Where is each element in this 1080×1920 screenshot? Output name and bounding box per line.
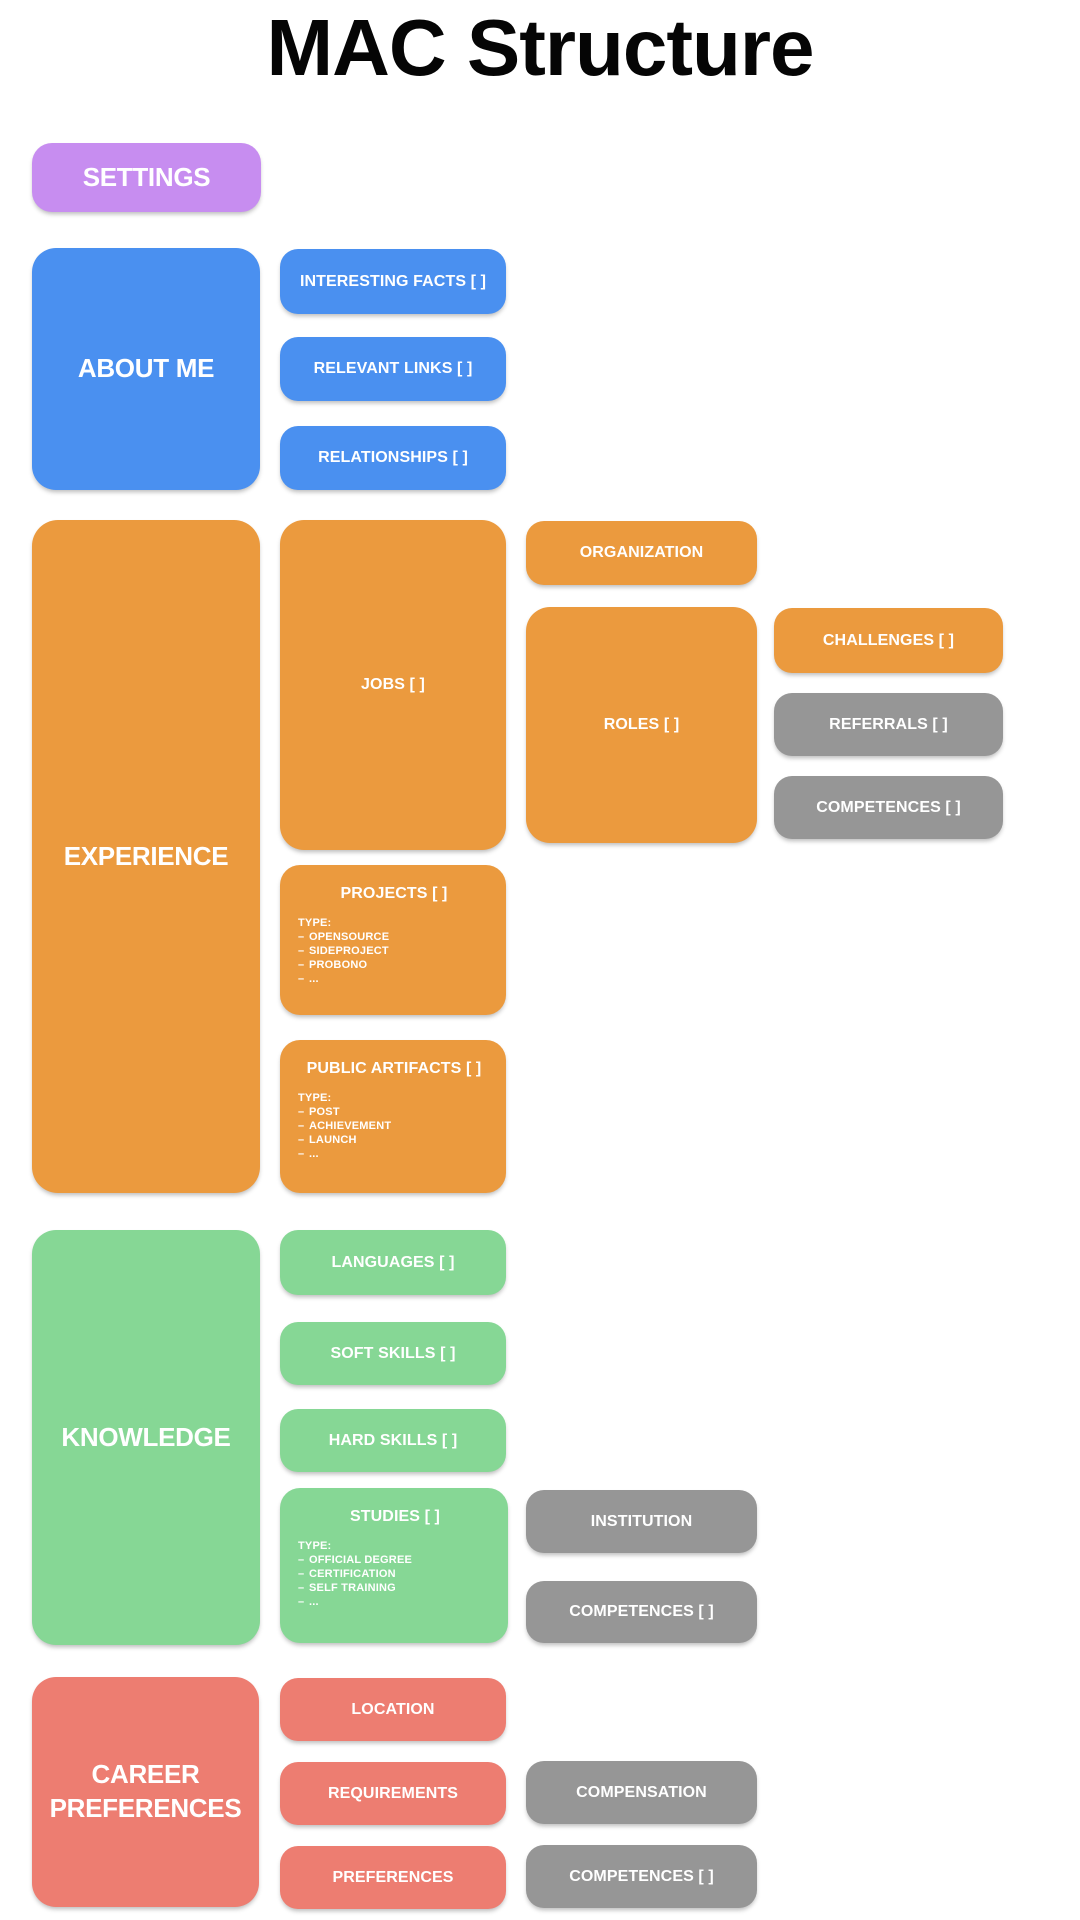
experience-competences-node: COMPETENCES [ ] bbox=[774, 776, 1003, 839]
jobs-label: JOBS [ ] bbox=[361, 676, 425, 693]
organization-label: ORGANIZATION bbox=[579, 544, 704, 561]
studies-label: STUDIES [ ] bbox=[350, 1508, 440, 1525]
public-artifacts-type-list: TYPE: –POST –ACHIEVEMENT –LAUNCH –... bbox=[298, 1091, 490, 1161]
referrals-node: REFERRALS [ ] bbox=[774, 693, 1003, 756]
dash-bullet: – bbox=[298, 973, 305, 985]
preferences-label: PREFERENCES bbox=[332, 1868, 454, 1886]
soft-skills-node: SOFT SKILLS [ ] bbox=[280, 1322, 506, 1385]
requirements-node: REQUIREMENTS bbox=[280, 1762, 506, 1825]
list-item: –SELF TRAINING bbox=[298, 1582, 396, 1594]
list-item: –... bbox=[298, 1148, 319, 1160]
list-item: –CERTIFICATION bbox=[298, 1568, 396, 1580]
list-item: –LAUNCH bbox=[298, 1134, 357, 1146]
type-heading: TYPE: bbox=[298, 1540, 332, 1552]
list-item: –ACHIEVEMENT bbox=[298, 1120, 392, 1132]
dash-bullet: – bbox=[298, 1148, 305, 1160]
languages-node: LANGUAGES [ ] bbox=[280, 1230, 506, 1295]
soft-skills-label: SOFT SKILLS [ ] bbox=[330, 1344, 456, 1362]
list-item: –OPENSOURCE bbox=[298, 931, 390, 943]
studies-type-list: TYPE: –OFFICIAL DEGREE –CERTIFICATION –S… bbox=[298, 1539, 492, 1609]
challenges-node: CHALLENGES [ ] bbox=[774, 608, 1003, 673]
knowledge-label: KNOWLEDGE bbox=[61, 1421, 231, 1452]
studies-node: STUDIES [ ] TYPE: –OFFICIAL DEGREE –CERT… bbox=[280, 1488, 508, 1643]
interesting-facts-node: INTERESTING FACTS [ ] bbox=[280, 249, 506, 314]
type-heading: TYPE: bbox=[298, 1092, 332, 1104]
location-label: LOCATION bbox=[351, 1700, 435, 1718]
location-node: LOCATION bbox=[280, 1678, 506, 1741]
organization-node: ORGANIZATION bbox=[526, 521, 757, 585]
competences-label: COMPETENCES [ ] bbox=[816, 798, 961, 816]
jobs-node: JOBS [ ] bbox=[280, 520, 506, 850]
dash-bullet: – bbox=[298, 959, 305, 971]
dash-bullet: – bbox=[298, 1120, 305, 1132]
dash-bullet: – bbox=[298, 1596, 305, 1608]
about-me-label: ABOUT ME bbox=[77, 353, 215, 384]
projects-label: PROJECTS [ ] bbox=[340, 885, 448, 902]
about-me-node: ABOUT ME bbox=[32, 248, 260, 490]
projects-node: PROJECTS [ ] TYPE: –OPENSOURCE –SIDEPROJ… bbox=[280, 865, 506, 1015]
competences-label: COMPETENCES [ ] bbox=[569, 1867, 714, 1885]
relevant-links-label: RELEVANT LINKS [ ] bbox=[313, 360, 473, 377]
interesting-facts-label: INTERESTING FACTS [ ] bbox=[299, 272, 487, 290]
institution-node: INSTITUTION bbox=[526, 1490, 757, 1553]
compensation-node: COMPENSATION bbox=[526, 1761, 757, 1824]
compensation-label: COMPENSATION bbox=[576, 1783, 707, 1801]
knowledge-node: KNOWLEDGE bbox=[32, 1230, 260, 1645]
dash-bullet: – bbox=[298, 1568, 305, 1580]
relevant-links-node: RELEVANT LINKS [ ] bbox=[280, 337, 506, 401]
institution-label: INSTITUTION bbox=[590, 1512, 693, 1530]
experience-label: EXPERIENCE bbox=[63, 840, 229, 871]
roles-label: ROLES [ ] bbox=[603, 716, 680, 733]
page-title: MAC Structure bbox=[266, 3, 814, 92]
dash-bullet: – bbox=[298, 1554, 305, 1566]
public-artifacts-label: PUBLIC ARTIFACTS [ ] bbox=[306, 1060, 482, 1077]
list-item: –POST bbox=[298, 1106, 340, 1118]
projects-type-list: TYPE: –OPENSOURCE –SIDEPROJECT –PROBONO … bbox=[298, 916, 490, 986]
career-preferences-node: CAREER PREFERENCES bbox=[32, 1677, 259, 1907]
preferences-node: PREFERENCES bbox=[280, 1846, 506, 1909]
hard-skills-node: HARD SKILLS [ ] bbox=[280, 1409, 506, 1472]
relationships-node: RELATIONSHIPS [ ] bbox=[280, 426, 506, 490]
list-item: –... bbox=[298, 1596, 319, 1608]
career-preferences-label: CAREER PREFERENCES bbox=[49, 1759, 242, 1823]
list-item: –... bbox=[298, 973, 319, 985]
list-item: –SIDEPROJECT bbox=[298, 945, 389, 957]
settings-node: SETTINGS bbox=[32, 143, 261, 212]
dash-bullet: – bbox=[298, 1134, 305, 1146]
list-item: –OFFICIAL DEGREE bbox=[298, 1554, 413, 1566]
requirements-label: REQUIREMENTS bbox=[327, 1784, 459, 1802]
languages-label: LANGUAGES [ ] bbox=[331, 1253, 455, 1271]
type-heading: TYPE: bbox=[298, 917, 332, 929]
roles-node: ROLES [ ] bbox=[526, 607, 757, 843]
experience-node: EXPERIENCE bbox=[32, 520, 260, 1193]
public-artifacts-node: PUBLIC ARTIFACTS [ ] TYPE: –POST –ACHIEV… bbox=[280, 1040, 506, 1193]
hard-skills-label: HARD SKILLS [ ] bbox=[328, 1431, 458, 1449]
dash-bullet: – bbox=[298, 931, 305, 943]
list-item: –PROBONO bbox=[298, 959, 368, 971]
career-competences-node: COMPETENCES [ ] bbox=[526, 1845, 757, 1908]
dash-bullet: – bbox=[298, 1106, 305, 1118]
relationships-label: RELATIONSHIPS [ ] bbox=[318, 449, 468, 466]
referrals-label: REFERRALS [ ] bbox=[829, 715, 948, 733]
competences-label: COMPETENCES [ ] bbox=[569, 1603, 714, 1620]
settings-label: SETTINGS bbox=[82, 162, 211, 192]
knowledge-competences-node: COMPETENCES [ ] bbox=[526, 1581, 757, 1643]
challenges-label: CHALLENGES [ ] bbox=[822, 631, 955, 649]
dash-bullet: – bbox=[298, 945, 305, 957]
dash-bullet: – bbox=[298, 1582, 305, 1594]
